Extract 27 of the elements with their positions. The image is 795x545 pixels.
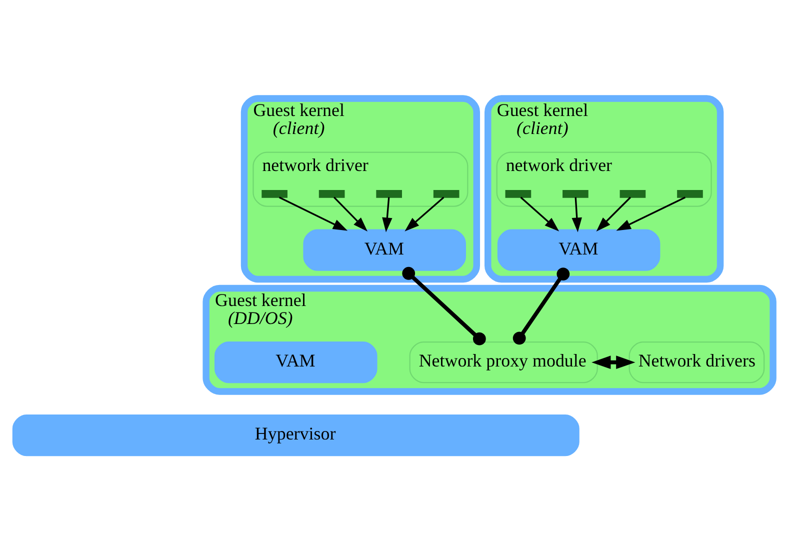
node-bar — [562, 190, 588, 198]
arrow — [333, 196, 368, 232]
connector — [402, 266, 486, 346]
arrow — [382, 197, 392, 232]
node-bar — [620, 190, 646, 198]
arrow — [596, 196, 631, 232]
node-box: Network drivers — [628, 342, 765, 384]
arrow — [404, 196, 444, 232]
cluster: network driver — [252, 152, 468, 207]
node-bar — [677, 190, 703, 198]
arrow — [278, 196, 348, 231]
cluster: network driver — [496, 152, 712, 207]
arrow — [520, 196, 560, 232]
node-box: VAM — [303, 229, 466, 271]
node-box: Hypervisor — [12, 414, 580, 456]
node-box: VAM — [497, 229, 660, 271]
node-bar — [262, 190, 288, 198]
node-box: Network proxy module — [409, 342, 598, 384]
arrow — [592, 356, 636, 370]
node-bar — [376, 190, 402, 198]
connector — [512, 268, 570, 345]
arrow — [572, 197, 582, 232]
node-bar — [505, 190, 532, 198]
node-bar — [433, 190, 460, 198]
node-bar — [318, 190, 345, 198]
node-box: VAM — [214, 342, 378, 384]
arrow — [616, 196, 686, 231]
